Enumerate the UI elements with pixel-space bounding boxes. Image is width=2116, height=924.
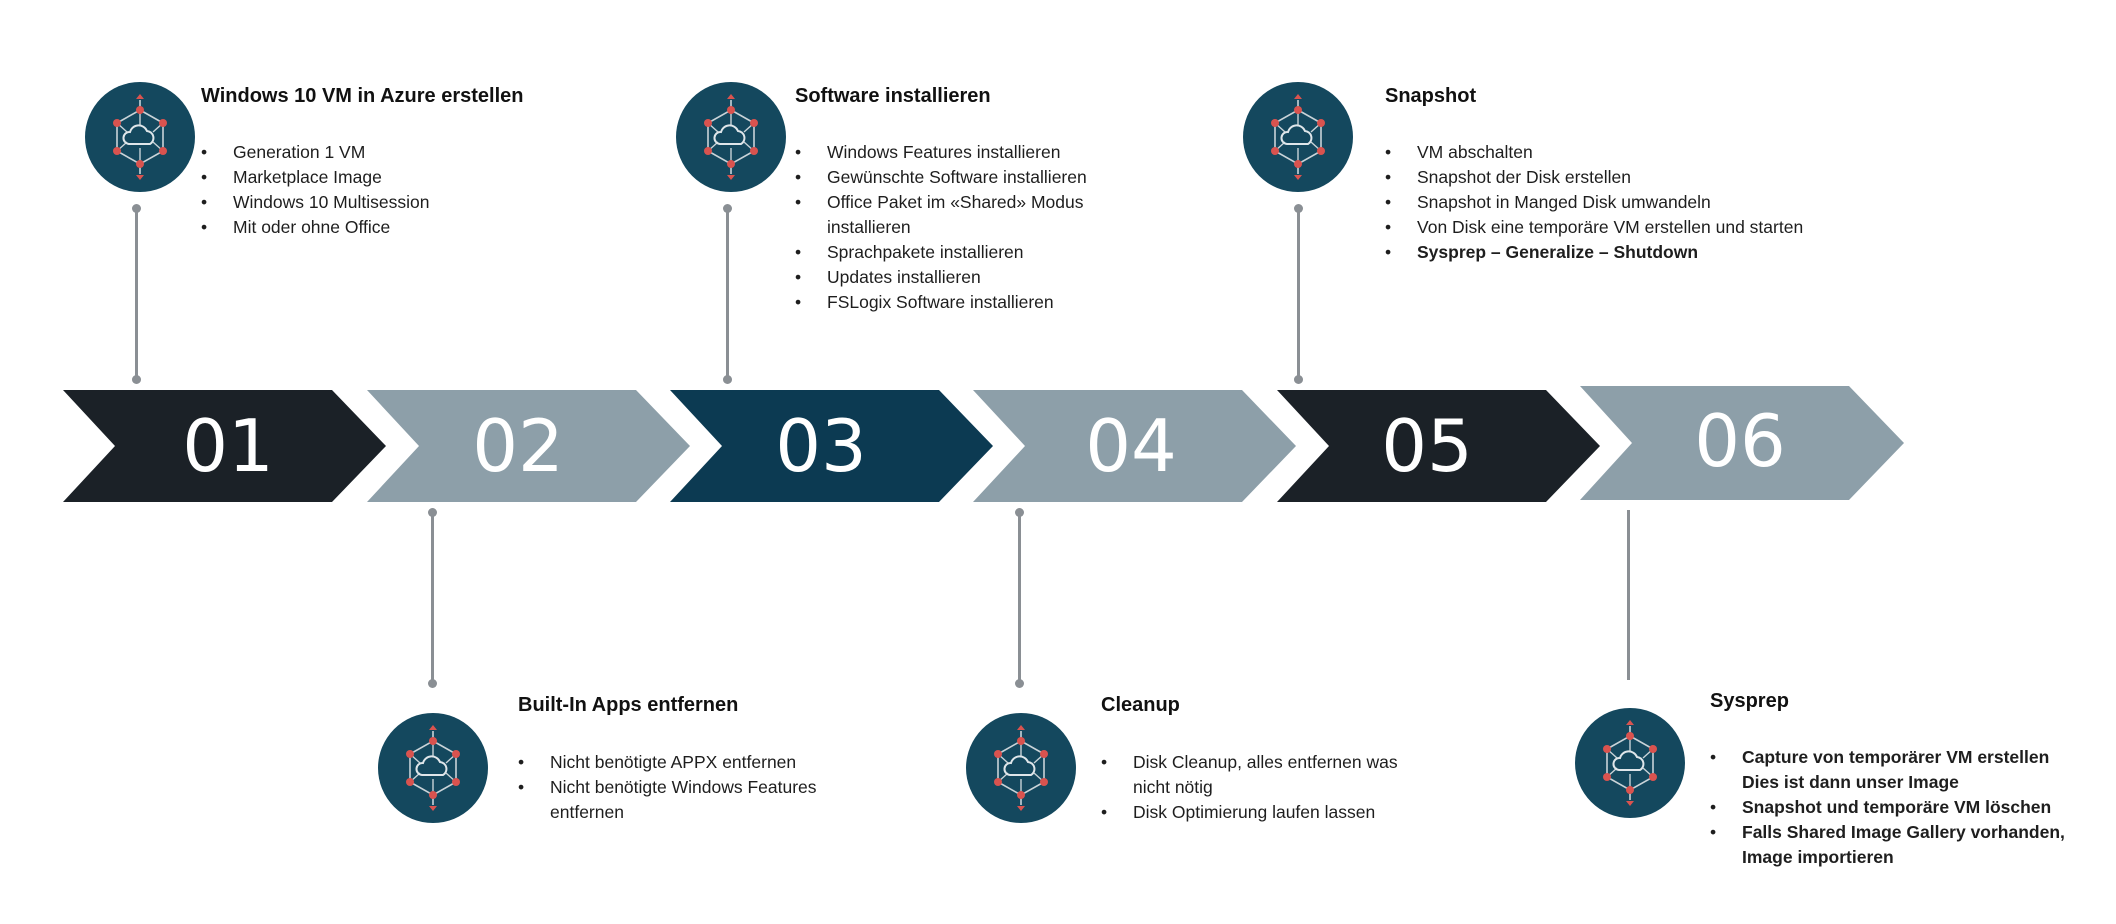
step-list-06: Capture von temporärer VM erstellen Dies…	[1710, 745, 2070, 870]
step-list-item: Generation 1 VM	[201, 140, 531, 165]
step-number-06: 06	[1694, 399, 1786, 483]
step-list-05: VM abschaltenSnapshot der Disk erstellen…	[1385, 140, 1845, 265]
step-list-item: Snapshot in Manged Disk umwandeln	[1385, 190, 1845, 215]
cloud-network-icon	[676, 82, 786, 192]
step-list-item: VM abschalten	[1385, 140, 1845, 165]
step-title-03: Software installieren	[795, 85, 991, 107]
step-title-02: Built-In Apps entfernen	[518, 694, 739, 716]
step-list-item: Sprachpakete installieren	[795, 240, 1125, 265]
step-list-01: Generation 1 VMMarketplace ImageWindows …	[201, 140, 531, 240]
step-list-03: Windows Features installierenGewünschte …	[795, 140, 1125, 315]
connector-step-04	[1015, 508, 1024, 688]
connector-step-05	[1294, 204, 1303, 384]
chevron-step-02	[367, 390, 690, 502]
chevron-step-01	[63, 390, 386, 502]
step-list-item: FSLogix Software installieren	[795, 290, 1125, 315]
step-number-01: 01	[182, 404, 274, 488]
cloud-network-icon	[378, 713, 488, 823]
step-list-item: Windows 10 Multisession	[201, 190, 531, 215]
step-list-item: Falls Shared Image Gallery vorhanden, Im…	[1710, 820, 2070, 870]
connector-step-03	[723, 204, 732, 384]
step-list-04: Disk Cleanup, alles entfernen was nicht …	[1101, 750, 1431, 825]
step-list-item: Marketplace Image	[201, 165, 531, 190]
chevron-step-05	[1277, 390, 1600, 502]
chevron-step-03	[670, 390, 993, 502]
cloud-network-icon	[966, 713, 1076, 823]
cloud-network-icon	[1243, 82, 1353, 192]
step-title-05: Snapshot	[1385, 85, 1477, 107]
step-number-03: 03	[775, 404, 867, 488]
cloud-network-icon	[1575, 708, 1685, 818]
step-list-02: Nicht benötigte APPX entfernenNicht benö…	[518, 750, 858, 825]
step-list-item: Snapshot der Disk erstellen	[1385, 165, 1845, 190]
connector-step-06	[1627, 510, 1630, 680]
step-list-item: Office Paket im «Shared» Modus installie…	[795, 190, 1125, 240]
step-list-item: Windows Features installieren	[795, 140, 1125, 165]
step-list-item: Nicht benötigte APPX entfernen	[518, 750, 858, 775]
chevron-step-04	[973, 390, 1296, 502]
step-list-item: Capture von temporärer VM erstellen Dies…	[1710, 745, 2070, 795]
step-number-04: 04	[1085, 404, 1177, 488]
step-list-item: Updates installieren	[795, 265, 1125, 290]
step-list-item: Snapshot und temporäre VM löschen	[1710, 795, 2070, 820]
chevron-step-06	[1580, 386, 1904, 500]
step-number-02: 02	[472, 404, 564, 488]
connector-step-01	[132, 204, 141, 384]
cloud-network-icon	[85, 82, 195, 192]
step-list-item: Mit oder ohne Office	[201, 215, 531, 240]
step-title-06: Sysprep	[1710, 690, 1789, 712]
step-title-01: Windows 10 VM in Azure erstellen	[201, 85, 524, 107]
connector-step-02	[428, 508, 437, 688]
step-title-04: Cleanup	[1101, 694, 1180, 716]
step-list-item: Disk Optimierung laufen lassen	[1101, 800, 1431, 825]
step-number-05: 05	[1381, 404, 1473, 488]
step-list-item: Gewünschte Software installieren	[795, 165, 1125, 190]
step-list-item: Sysprep – Generalize – Shutdown	[1385, 240, 1845, 265]
step-list-item: Von Disk eine temporäre VM erstellen und…	[1385, 215, 1845, 240]
step-list-item: Nicht benötigte Windows Features entfern…	[518, 775, 858, 825]
step-list-item: Disk Cleanup, alles entfernen was nicht …	[1101, 750, 1431, 800]
